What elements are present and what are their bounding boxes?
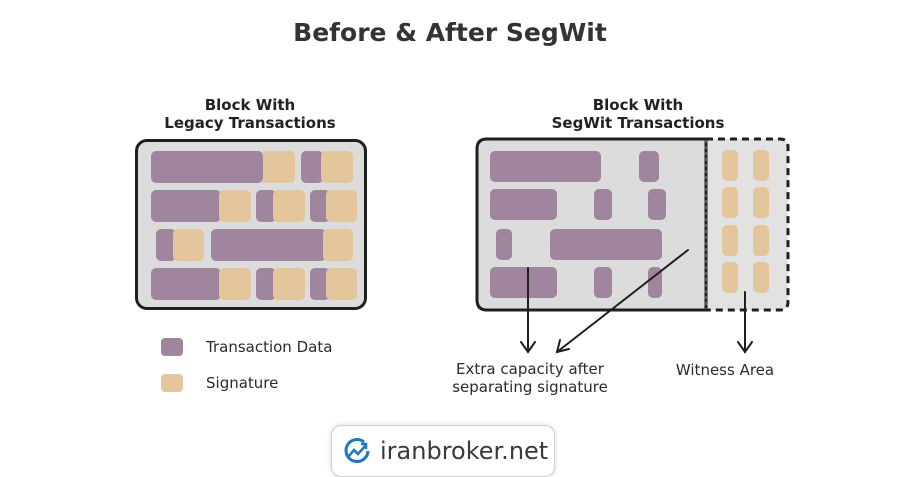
legacy-title-line2: Legacy Transactions <box>164 114 336 132</box>
witness-signature-segment <box>753 150 769 181</box>
transaction-segment <box>490 267 557 298</box>
signature-segment <box>273 190 305 222</box>
legacy-block <box>135 139 367 310</box>
transaction-segment <box>594 189 612 220</box>
transaction-segment <box>151 190 221 222</box>
witness-signature-segment <box>753 262 769 293</box>
chart-logo-icon <box>344 438 370 463</box>
transaction-segment <box>256 268 276 300</box>
transaction-segment <box>151 268 221 300</box>
signature-segment <box>219 268 251 300</box>
transaction-segment <box>490 189 557 220</box>
witness-signature-segment <box>722 225 738 256</box>
witness-area-label: Witness Area <box>675 361 775 379</box>
witness-signature-segment <box>753 225 769 256</box>
transaction-segment <box>156 229 176 261</box>
legend-transaction-label: Transaction Data <box>206 338 333 356</box>
legacy-block-title: Block With Legacy Transactions <box>150 96 350 132</box>
transaction-segment <box>310 268 330 300</box>
transaction-segment <box>490 151 601 182</box>
extra-capacity-line2: separating signature <box>452 378 608 396</box>
signature-segment <box>273 268 305 300</box>
transaction-segment <box>301 151 323 183</box>
logo-badge[interactable]: iranbroker.net <box>331 425 555 477</box>
legend-signature-label: Signature <box>206 374 279 392</box>
segwit-block-title: Block With SegWit Transactions <box>538 96 738 132</box>
logo-text: iranbroker.net <box>380 437 549 465</box>
transaction-segment <box>310 190 330 222</box>
segwit-title-line2: SegWit Transactions <box>551 114 725 132</box>
transaction-segment <box>151 151 263 183</box>
transaction-segment <box>648 189 666 220</box>
signature-segment <box>173 229 204 261</box>
transaction-segment <box>256 190 276 222</box>
extra-capacity-arrow-vertical <box>520 267 536 354</box>
witness-signature-segment <box>722 150 738 181</box>
transaction-segment <box>496 229 512 260</box>
signature-segment <box>263 151 295 183</box>
signature-segment <box>321 151 353 183</box>
extra-capacity-arrow-diagonal <box>555 249 689 354</box>
transaction-segment <box>648 267 662 298</box>
legend-transaction-swatch <box>161 338 183 356</box>
legend-signature-swatch <box>161 374 183 392</box>
signature-segment <box>323 229 353 261</box>
witness-signature-segment <box>753 187 769 218</box>
witness-signature-segment <box>722 187 738 218</box>
segwit-title-line1: Block With <box>592 96 684 114</box>
extra-capacity-label: Extra capacity after separating signatur… <box>420 360 640 396</box>
signature-segment <box>219 190 251 222</box>
transaction-segment <box>639 151 659 182</box>
transaction-segment <box>211 229 326 261</box>
witness-area-arrow <box>737 291 753 354</box>
segwit-block <box>475 137 790 312</box>
extra-capacity-line1: Extra capacity after <box>456 360 604 378</box>
witness-signature-segment <box>722 262 738 293</box>
diagram-title: Before & After SegWit <box>293 18 607 47</box>
signature-segment <box>326 190 357 222</box>
transaction-segment <box>550 229 662 260</box>
legacy-title-line1: Block With <box>204 96 296 114</box>
signature-segment <box>326 268 357 300</box>
transaction-segment <box>594 267 612 298</box>
